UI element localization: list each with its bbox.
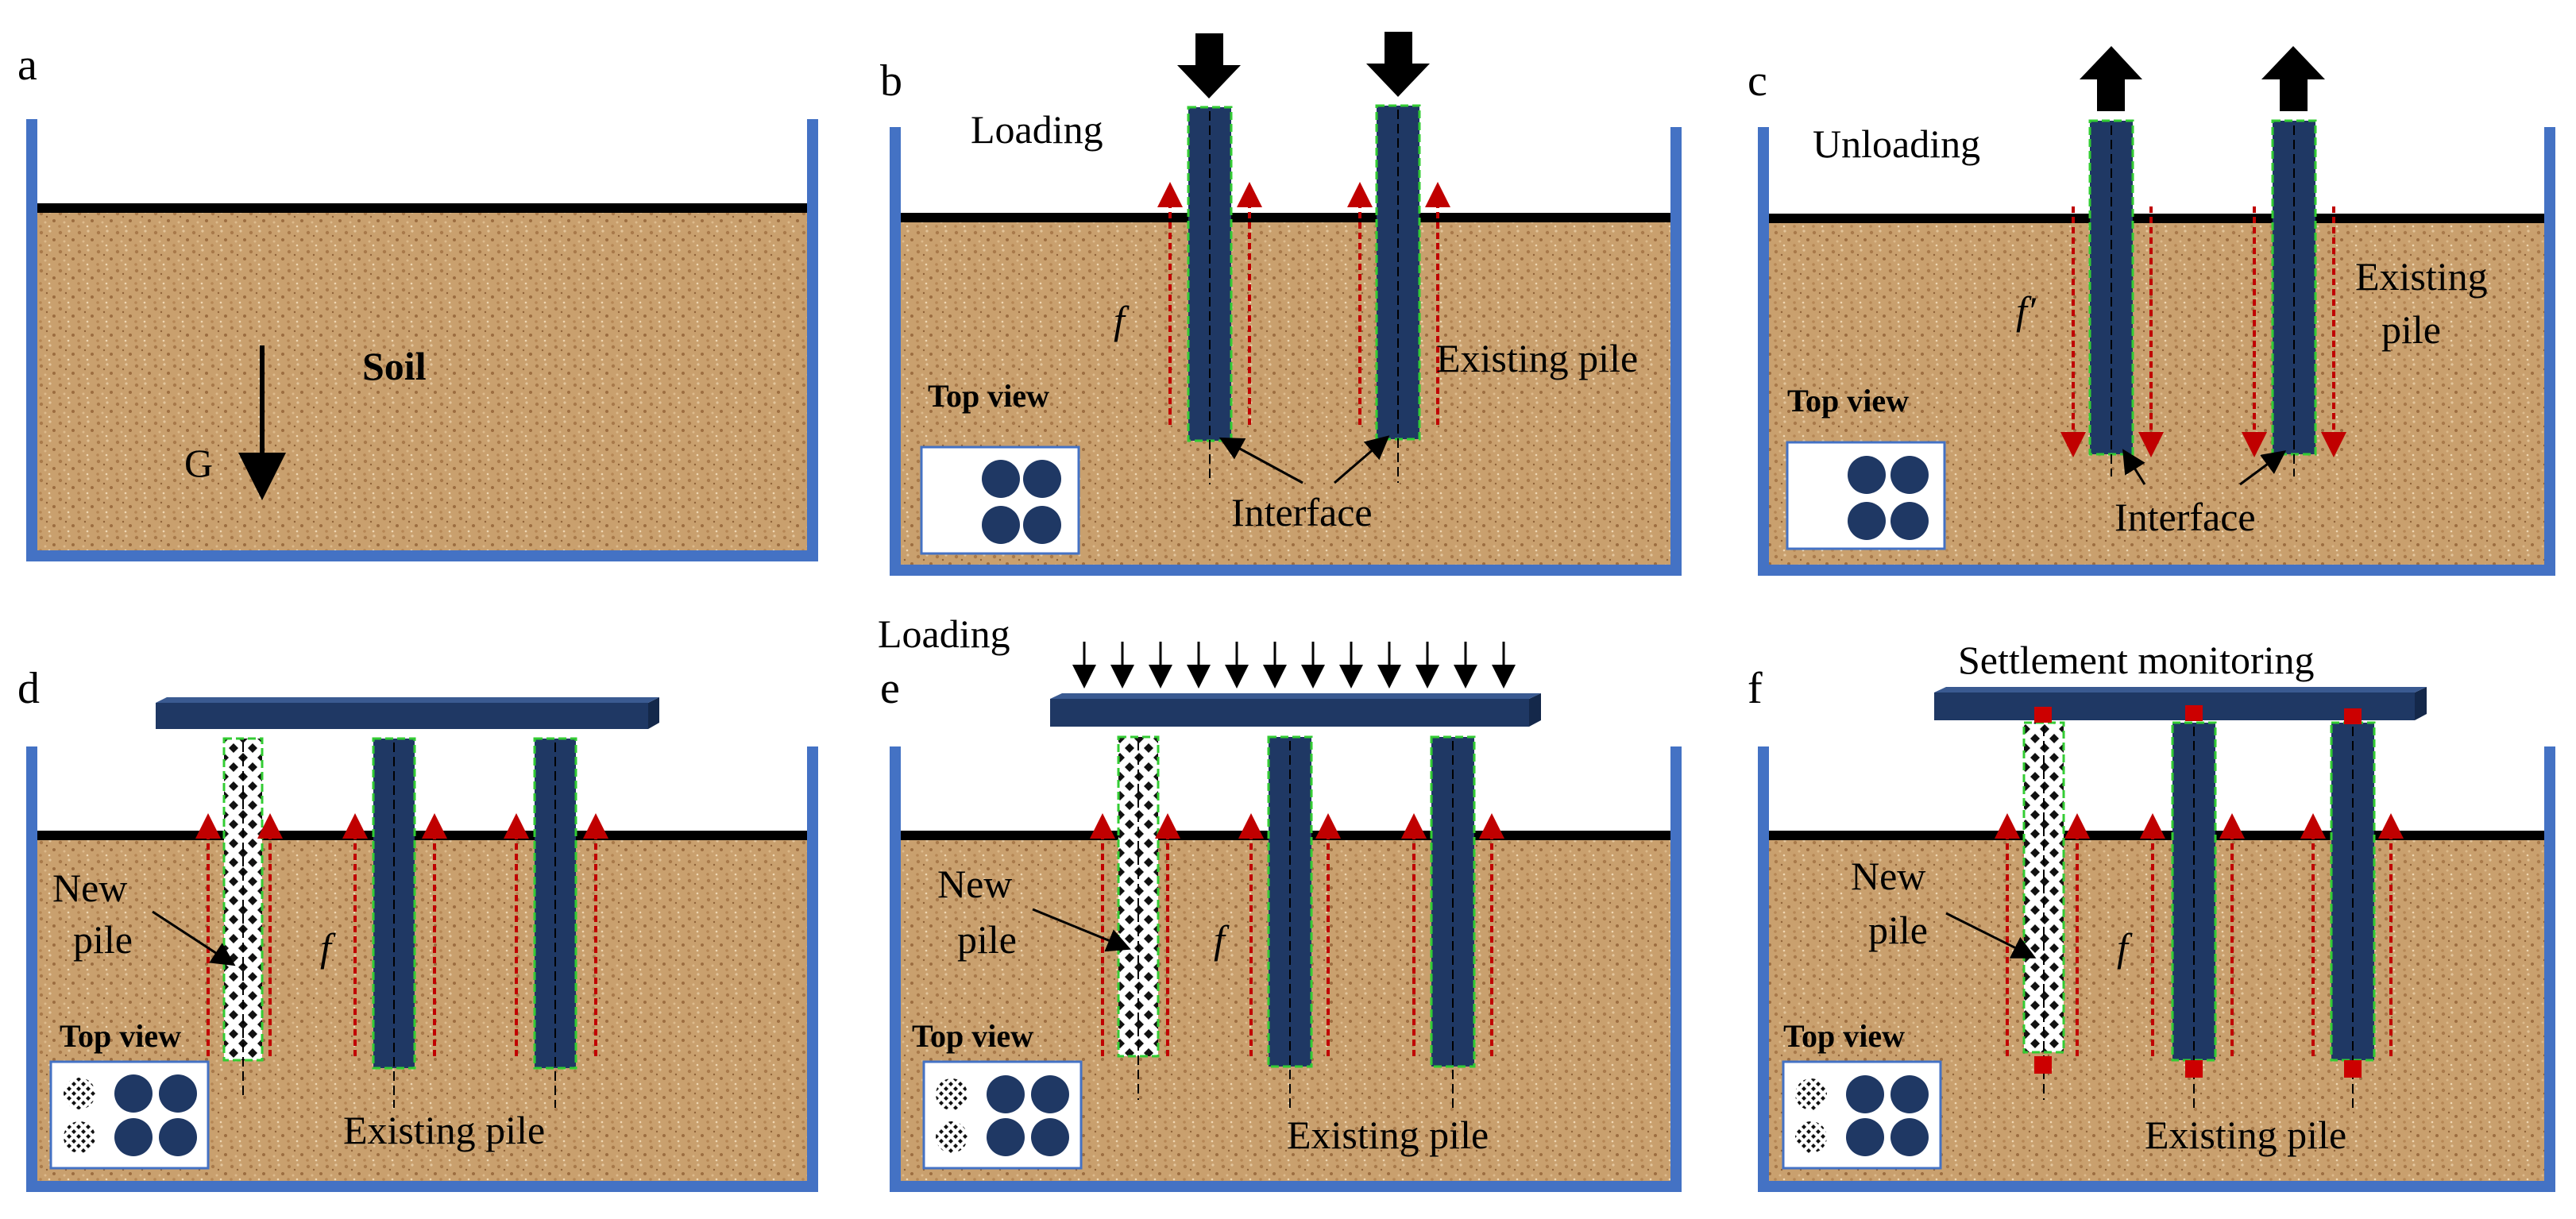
container xyxy=(890,127,1682,576)
pile-cap-top xyxy=(156,697,659,703)
top-view-label: Top view xyxy=(928,378,1049,414)
pile-cap-side xyxy=(648,697,659,729)
container xyxy=(890,746,1682,1192)
new-pile-pointer xyxy=(1945,912,2037,959)
container xyxy=(26,746,818,1192)
panel-f: f Settlement monitoring xyxy=(1748,638,2555,1192)
top-view-piles xyxy=(1846,1075,1929,1156)
panel-letter-e: e xyxy=(880,664,900,713)
new-pile-top-icon xyxy=(936,1078,967,1110)
top-view-piles xyxy=(114,1074,197,1156)
panel-b: b Loading f Existing pile Interface Top … xyxy=(880,32,1682,576)
soil-label: Soil xyxy=(362,344,427,388)
new-pile-top-icon xyxy=(1795,1078,1827,1110)
existing-pile-label: Existing pile xyxy=(1287,1113,1489,1157)
top-view-piles xyxy=(987,1075,1069,1156)
interface-pointer xyxy=(1218,437,1303,484)
new-pile-top-icon xyxy=(936,1121,967,1153)
action-label: Loading xyxy=(971,107,1103,152)
pile-cap xyxy=(156,703,648,729)
new-pile-label-line2: pile xyxy=(957,917,1017,962)
pile-cap-top xyxy=(1050,693,1541,699)
load-arrow-up-icon xyxy=(2261,46,2325,111)
new-pile-label-line2: pile xyxy=(1868,908,1928,952)
existing-pile-label: Existing pile xyxy=(343,1108,545,1152)
panel-letter-d: d xyxy=(17,664,40,713)
existing-pile-label: Existing pile xyxy=(1436,336,1638,380)
action-label: Loading xyxy=(878,611,1010,656)
load-arrow-down-icon xyxy=(1177,33,1241,98)
pile-cap xyxy=(1934,692,2415,720)
top-view-piles xyxy=(982,460,1061,544)
top-view-piles xyxy=(1848,456,1929,540)
new-pile-label-line1: New xyxy=(52,866,127,910)
new-pile-top-icon xyxy=(64,1121,95,1153)
pile-cap-side xyxy=(2415,687,2427,720)
panel-letter-b: b xyxy=(880,56,902,106)
panel-c: c Unloading f′ Existing pile Interface T… xyxy=(1748,46,2555,576)
panel-letter-a: a xyxy=(17,41,37,90)
pile-cap xyxy=(1050,699,1529,727)
panel-d: d f New pile Existing pile Top view xyxy=(17,664,818,1192)
existing-pile-label: Existing pile xyxy=(2145,1113,2346,1157)
container xyxy=(1758,746,2555,1192)
friction-arrows xyxy=(1995,813,2404,1056)
new-pile-top-icon xyxy=(64,1078,95,1109)
panel-letter-c: c xyxy=(1748,56,1767,106)
gravity-label: G xyxy=(184,441,213,485)
existing-pile-label-line1: Existing xyxy=(2355,254,2488,299)
friction-arrows xyxy=(195,813,608,1056)
interface-label: Interface xyxy=(2114,495,2256,539)
panel-e: e Loading xyxy=(878,611,1682,1192)
container xyxy=(26,119,818,561)
interface-label: Interface xyxy=(1231,490,1373,534)
load-arrow-down-icon xyxy=(1366,32,1430,97)
interface-pointer xyxy=(2239,450,2287,486)
top-view-label: Top view xyxy=(912,1018,1033,1054)
action-label: Settlement monitoring xyxy=(1958,638,2315,682)
new-pile-pointer xyxy=(1032,908,1131,952)
top-view-label: Top view xyxy=(1787,383,1909,419)
interface-pointer xyxy=(1334,435,1390,484)
existing-pile-label-line2: pile xyxy=(2381,307,2441,352)
distributed-load-arrows xyxy=(1072,642,1516,689)
top-view-label: Top view xyxy=(1783,1018,1905,1054)
action-label: Unloading xyxy=(1813,122,1980,166)
load-arrow-up-icon xyxy=(2080,46,2142,111)
new-pile-label-line2: pile xyxy=(73,917,133,962)
friction-arrows xyxy=(1090,813,1504,1056)
new-pile-pointer xyxy=(152,910,236,966)
panel-letter-f: f xyxy=(1748,664,1763,713)
friction-label: f′ xyxy=(2016,288,2037,333)
new-pile-label-line1: New xyxy=(1851,854,1925,898)
pile-cap-side xyxy=(1529,693,1541,727)
new-pile-top-icon xyxy=(1795,1121,1827,1153)
panel-a: a Soil G xyxy=(17,41,818,561)
container xyxy=(1758,127,2555,576)
friction-arrows xyxy=(2060,206,2346,457)
top-view-label: Top view xyxy=(60,1018,181,1054)
friction-arrows xyxy=(1157,182,1450,425)
new-pile-label-line1: New xyxy=(937,862,1012,906)
soil-block xyxy=(30,208,813,554)
pile-cap-top xyxy=(1934,687,2427,692)
interface-pointer xyxy=(2122,449,2146,485)
settlement-sensors xyxy=(2034,705,2362,1078)
